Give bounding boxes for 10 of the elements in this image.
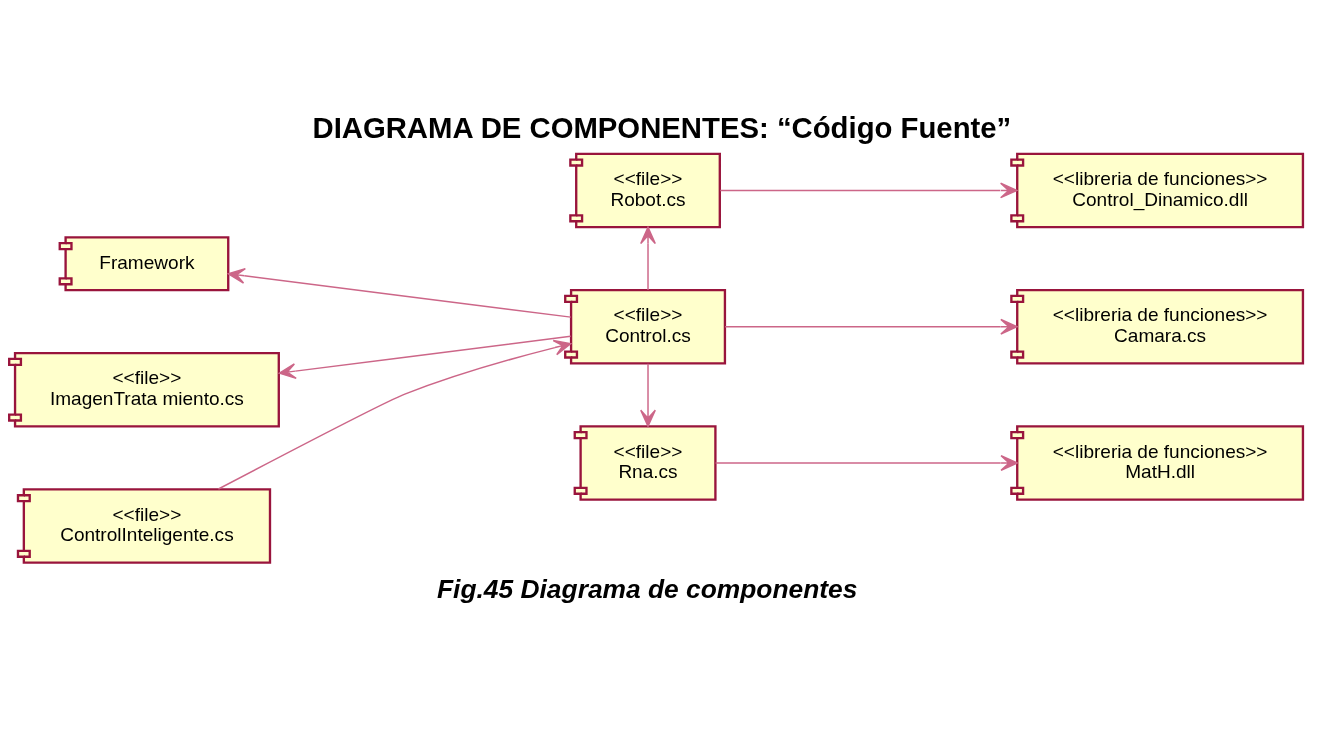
arrow (227, 267, 572, 318)
caption: Fig.45 Diagrama de componentes (437, 573, 858, 604)
arrow (278, 335, 572, 379)
arrow (640, 362, 656, 427)
diagram-title: DIAGRAMA DE COMPONENTES: “Código Fuente” (312, 110, 1012, 144)
arrow (724, 318, 1018, 335)
arrow (719, 181, 1018, 198)
arrow (714, 454, 1018, 471)
arrow (217, 339, 572, 490)
arrow (640, 226, 656, 291)
